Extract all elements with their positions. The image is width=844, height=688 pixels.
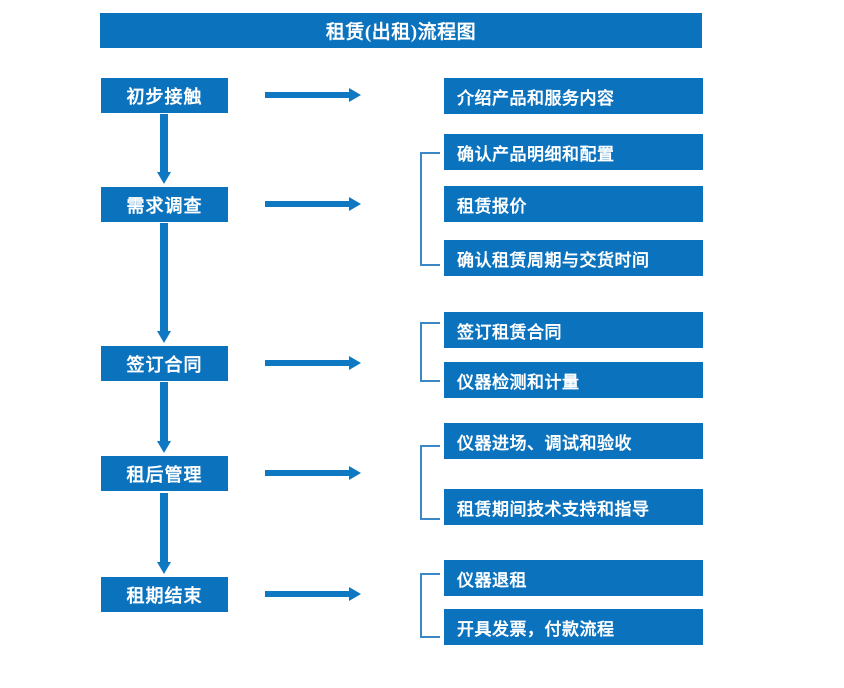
arrow-head: [349, 197, 361, 211]
bracket-group-5: [420, 573, 440, 638]
arrow-head: [157, 562, 171, 574]
arrow-head: [349, 88, 361, 102]
stage-box-3[interactable]: 签订合同: [101, 346, 228, 381]
detail-box-4-2[interactable]: 租赁期间技术支持和指导: [444, 489, 703, 525]
arrow-stage-4-to-stage-5: [154, 493, 174, 576]
stage-box-5[interactable]: 租期结束: [101, 577, 228, 612]
bracket-group-3: [420, 322, 440, 382]
arrow-stage-5-to-details: [265, 587, 361, 601]
arrow-head: [157, 331, 171, 343]
arrow-shaft: [265, 201, 351, 207]
diagram-title: 租赁(出租)流程图: [100, 13, 702, 48]
arrow-head: [349, 587, 361, 601]
stage-box-2[interactable]: 需求调查: [101, 187, 228, 222]
arrow-stage-2-to-details: [265, 197, 361, 211]
detail-box-4-1[interactable]: 仪器进场、调试和验收: [444, 423, 703, 459]
bracket-group-2: [420, 152, 440, 266]
arrow-shaft: [160, 382, 168, 441]
detail-box-3-2[interactable]: 仪器检测和计量: [444, 362, 703, 398]
arrow-shaft: [265, 591, 351, 597]
stage-box-1[interactable]: 初步接触: [101, 78, 228, 113]
arrow-head: [157, 172, 171, 184]
detail-box-5-1[interactable]: 仪器退租: [444, 560, 703, 596]
arrow-head: [349, 466, 361, 480]
arrow-shaft: [160, 223, 168, 331]
bracket-group-4: [420, 445, 440, 520]
arrow-head: [349, 356, 361, 370]
stage-box-4[interactable]: 租后管理: [101, 456, 228, 491]
arrow-shaft: [265, 360, 351, 366]
arrow-stage-3-to-details: [265, 356, 361, 370]
arrow-stage-1-to-details: [265, 88, 361, 102]
arrow-stage-1-to-stage-2: [154, 114, 174, 186]
arrow-stage-4-to-details: [265, 466, 361, 480]
arrow-shaft: [160, 114, 168, 172]
detail-box-2-3[interactable]: 确认租赁周期与交货时间: [444, 240, 703, 276]
arrow-stage-3-to-stage-4: [154, 382, 174, 455]
arrow-stage-2-to-stage-3: [154, 223, 174, 345]
arrow-shaft: [160, 493, 168, 562]
detail-box-3-1[interactable]: 签订租赁合同: [444, 312, 703, 348]
detail-box-2-2[interactable]: 租赁报价: [444, 186, 703, 222]
detail-box-2-1[interactable]: 确认产品明细和配置: [444, 134, 703, 170]
arrow-head: [157, 441, 171, 453]
detail-box-1-1[interactable]: 介绍产品和服务内容: [444, 78, 703, 114]
arrow-shaft: [265, 92, 351, 98]
detail-box-5-2[interactable]: 开具发票，付款流程: [444, 609, 703, 645]
arrow-shaft: [265, 470, 351, 476]
